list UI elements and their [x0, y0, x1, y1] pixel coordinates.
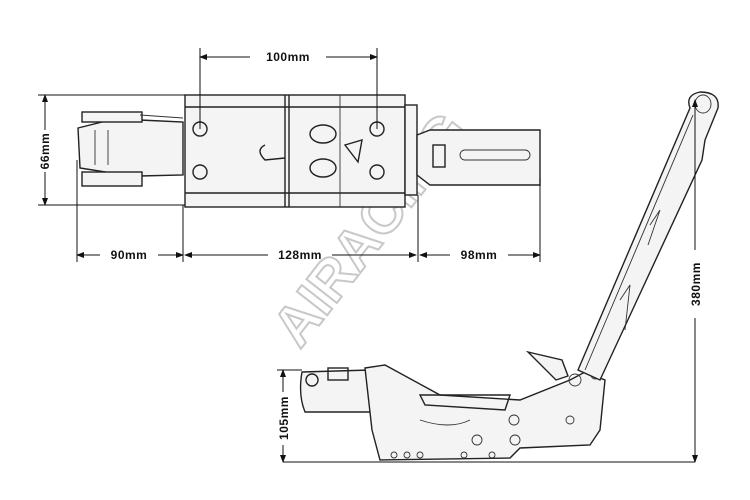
master-cylinder: [299, 367, 373, 413]
base-plate: [364, 364, 606, 461]
handle-top: [416, 129, 541, 186]
release-button: [525, 350, 569, 381]
dim-label-90mm: 90mm: [111, 248, 148, 262]
linkage-top: [77, 111, 184, 187]
dimension-105mm: 105mm: [277, 369, 302, 463]
dimension-380mm: 380mm: [283, 99, 703, 463]
side-view: 105mm 380mm: [277, 91, 719, 463]
dimension-row-lengths: 90mm 128mm 98mm: [76, 160, 541, 262]
dimension-100mm: 100mm: [199, 48, 378, 129]
body-top: [184, 94, 418, 208]
dim-label-100mm: 100mm: [266, 50, 310, 64]
dim-label-66mm: 66mm: [38, 133, 52, 170]
dim-label-128mm: 128mm: [278, 248, 322, 262]
dim-label-98mm: 98mm: [461, 248, 498, 262]
dim-label-105mm: 105mm: [277, 396, 291, 440]
dim-label-380mm: 380mm: [689, 262, 703, 306]
dimension-66mm: 66mm: [38, 94, 185, 206]
top-view: 100mm 66mm 90mm 128mm 98mm: [38, 48, 541, 262]
lever: [577, 91, 719, 381]
